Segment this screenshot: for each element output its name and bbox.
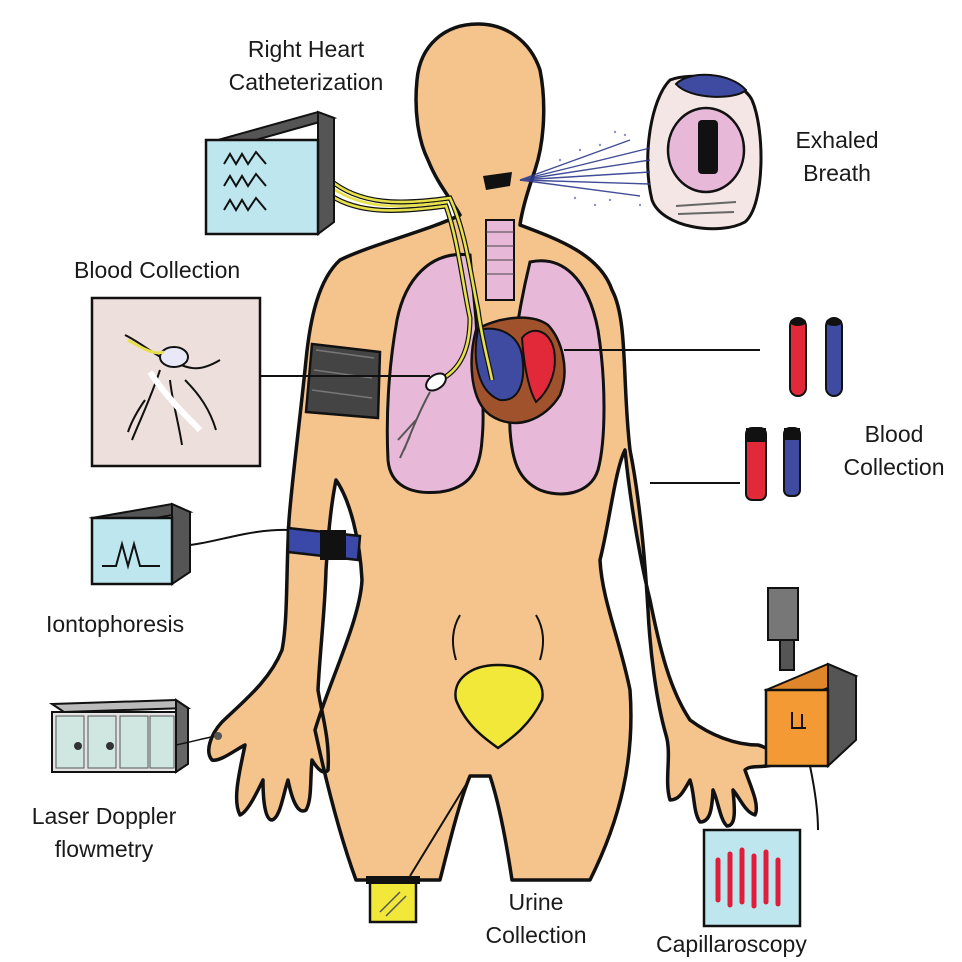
blood-collection-panel: [92, 298, 306, 466]
heart: [472, 318, 565, 423]
catheterization-monitor: [206, 112, 334, 234]
label-right-heart-line2: Catheterization: [186, 66, 426, 99]
label-blood-right-line1: Blood: [826, 418, 962, 451]
label-exhaled-line2: Breath: [772, 157, 902, 190]
label-iontophoresis: Iontophoresis: [46, 608, 184, 641]
label-blood-collection-left: Blood Collection: [74, 254, 240, 287]
capillaroscope: [766, 588, 856, 830]
label-blood-collection-right: Blood Collection: [826, 418, 962, 484]
laser-doppler-device: [52, 700, 222, 772]
label-urine-line1: Urine: [466, 886, 606, 919]
urine-cup: [366, 876, 420, 922]
label-right-heart-line1: Right Heart: [186, 33, 426, 66]
label-exhaled-line1: Exhaled: [772, 124, 902, 157]
label-urine-collection: Urine Collection: [466, 886, 606, 952]
capillary-image: [704, 830, 800, 926]
blood-tubes-lower: [650, 428, 800, 500]
label-capillaroscopy: Capillaroscopy: [656, 928, 807, 961]
label-blood-right-line2: Collection: [826, 451, 962, 484]
label-exhaled-breath: Exhaled Breath: [772, 124, 902, 190]
label-urine-line2: Collection: [466, 919, 606, 952]
label-right-heart-catheterization: Right Heart Catheterization: [186, 33, 426, 99]
exhaled-breath-device: [520, 75, 761, 229]
label-laser-line2: flowmetry: [4, 833, 204, 866]
label-laser-line1: Laser Doppler: [4, 800, 204, 833]
label-laser-doppler: Laser Doppler flowmetry: [4, 800, 204, 866]
